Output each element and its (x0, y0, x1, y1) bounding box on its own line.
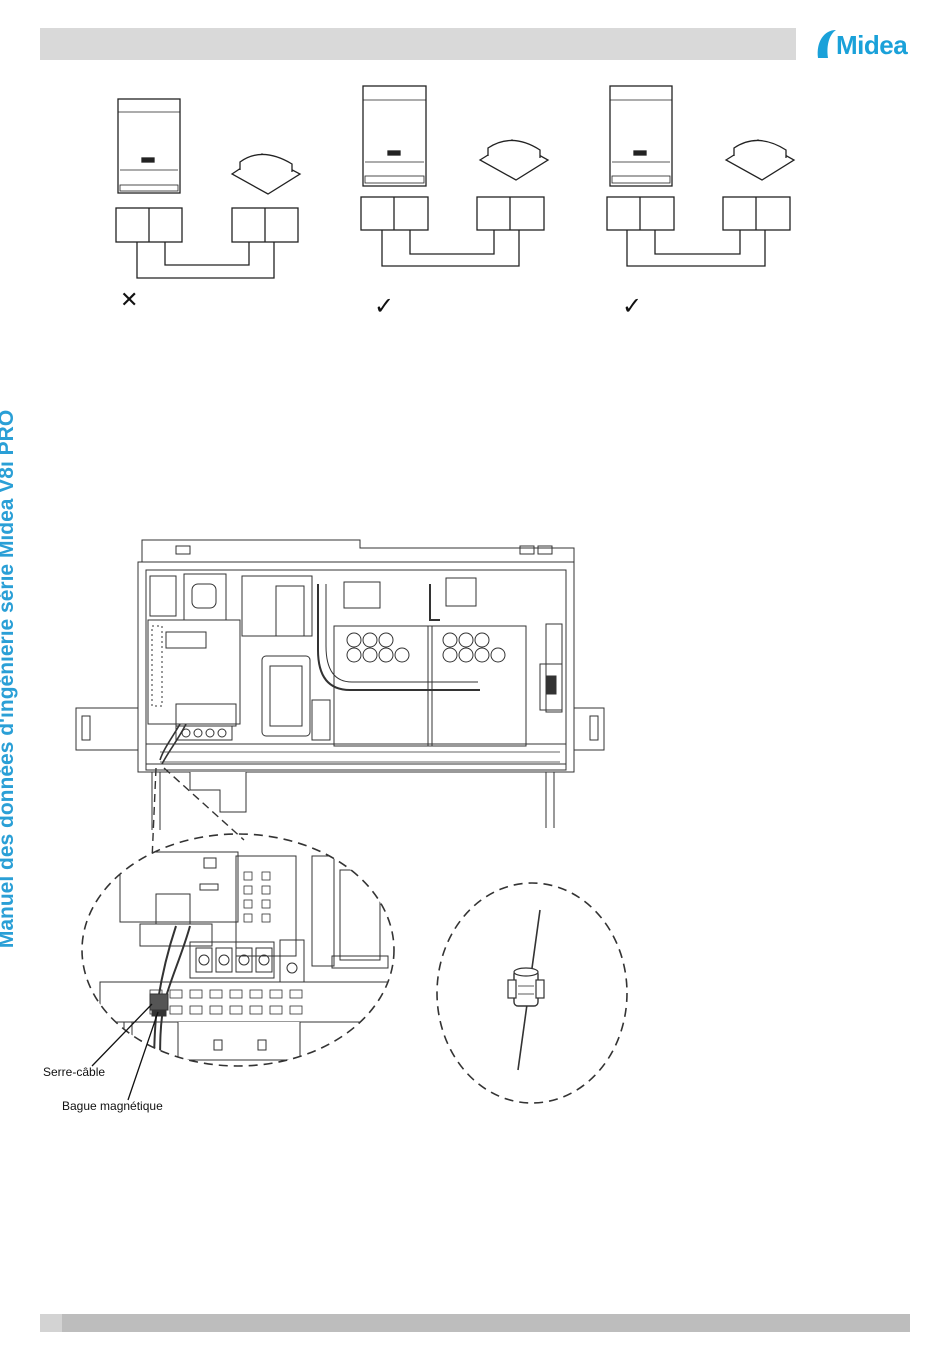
magnetic-ring-detail (437, 883, 627, 1103)
wiring-example-2 (361, 86, 548, 266)
wiring-example-3 (607, 86, 794, 266)
footer-bar (40, 1314, 910, 1332)
magnetic-ring-label: Bague magnétique (62, 1099, 163, 1113)
correct-mark-icon-1: ✓ (374, 292, 394, 321)
footer-tab (40, 1314, 62, 1332)
correct-mark-icon-2: ✓ (622, 292, 642, 321)
zoom-detail (82, 834, 400, 1100)
incorrect-mark-icon: ✕ (120, 287, 138, 313)
wiring-example-1 (116, 99, 300, 278)
cable-tie-label: Serre-câble (43, 1065, 105, 1079)
